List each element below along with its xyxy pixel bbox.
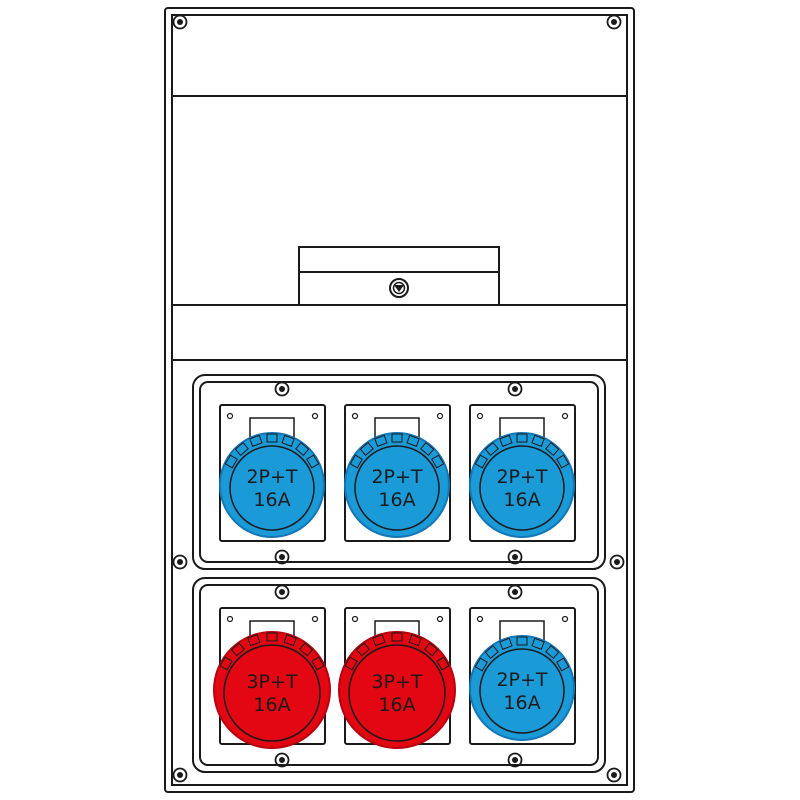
socket-rating-label: 16A: [503, 692, 540, 714]
socket-lid: [354, 445, 440, 531]
socket-poles-label: 2P+T: [496, 466, 547, 488]
socket-lid: [479, 445, 565, 531]
screw-icon: [507, 584, 523, 600]
socket-rating-label: 16A: [378, 694, 415, 716]
screw-icon: [274, 549, 290, 565]
screw-icon: [274, 752, 290, 768]
socket-plate: [469, 404, 576, 542]
screws: [172, 14, 625, 783]
socket-plate: [219, 404, 326, 542]
socket-poles-label: 2P+T: [246, 466, 297, 488]
door-lock[interactable]: [298, 246, 500, 306]
socket-rating-label: 16A: [378, 489, 415, 511]
socket-lid: [223, 644, 321, 742]
screw-icon: [172, 767, 188, 783]
screw-icon: [507, 549, 523, 565]
screw-icon: [507, 381, 523, 397]
socket-poles-label: 3P+T: [371, 671, 422, 693]
socket-rating-label: 16A: [253, 694, 290, 716]
screw-icon: [172, 14, 188, 30]
socket-lid: [479, 648, 565, 734]
socket-lid: [348, 644, 446, 742]
socket-plate: [344, 404, 451, 542]
socket-poles-label: 3P+T: [246, 671, 297, 693]
screw-icon: [606, 14, 622, 30]
screw-icon: [274, 584, 290, 600]
screw-icon: [507, 752, 523, 768]
enclosure: [164, 7, 635, 793]
socket-plate: [469, 607, 576, 745]
socket-panels: 2P+T16A2P+T16A2P+T16A3P+T16A3P+T16A2P+T1…: [192, 374, 606, 773]
screw-icon: [606, 767, 622, 783]
socket-rating-label: 16A: [253, 489, 290, 511]
socket-poles-label: 2P+T: [371, 466, 422, 488]
socket-rating-label: 16A: [503, 489, 540, 511]
screw-icon: [274, 381, 290, 397]
screw-icon: [172, 554, 188, 570]
socket-lid: [229, 445, 315, 531]
socket-poles-label: 2P+T: [496, 669, 547, 691]
screw-icon: [609, 554, 625, 570]
lock-icon: [389, 278, 409, 298]
